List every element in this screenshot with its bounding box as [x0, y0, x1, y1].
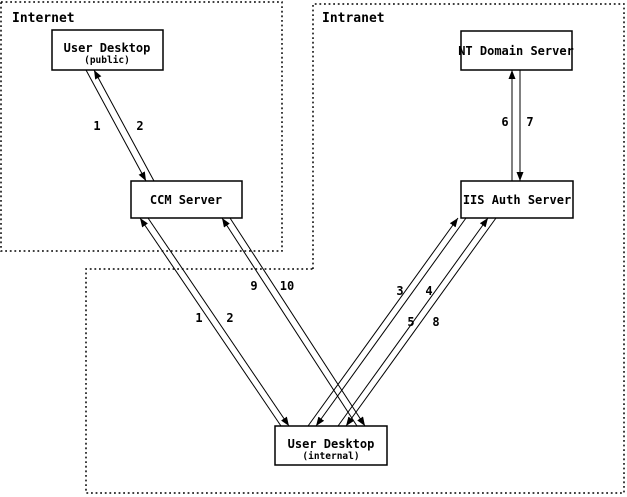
node-iis-auth-server: IIS Auth Server: [460, 180, 574, 219]
internet-zone-border: [0, 1, 283, 252]
edge-label-1-internal: 1: [195, 311, 202, 325]
user-desktop-internal-sublabel: (internal): [302, 451, 359, 462]
edge-label-1-public: 1: [93, 119, 100, 133]
ccm-server-box: [130, 180, 243, 219]
node-user-desktop-public: User Desktop (public): [51, 29, 164, 71]
edge-label-2-public: 2: [136, 119, 143, 133]
user-desktop-public-label: User Desktop: [64, 41, 151, 55]
arrow-1-desktop-internal-to-ccm: [139, 217, 282, 427]
arrow-3-desktop-internal-to-iis: [307, 217, 459, 427]
internet-zone-label: Internet: [12, 11, 75, 26]
edge-label-3: 3: [396, 284, 403, 298]
arrow-1-desktop-public-to-ccm: [85, 69, 147, 182]
nt-domain-server-box: [460, 30, 573, 71]
user-desktop-internal-box: [274, 425, 388, 466]
intranet-zone-label: Intranet: [322, 11, 385, 26]
arrow-10-ccm-to-desktop-internal: [229, 217, 366, 427]
node-user-desktop-internal: User Desktop (internal): [274, 425, 388, 466]
edge-label-9: 9: [250, 279, 257, 293]
edge-label-6: 6: [501, 115, 508, 129]
edge-label-4: 4: [425, 284, 432, 298]
intranet-zone-border: [85, 3, 625, 494]
edge-label-2-internal: 2: [226, 311, 233, 325]
node-ccm-server: CCM Server: [130, 180, 243, 219]
ccm-server-label: CCM Server: [150, 193, 222, 207]
edge-label-5: 5: [407, 315, 414, 329]
node-nt-domain-server: NT Domain Server: [458, 30, 574, 71]
edge-label-8: 8: [432, 315, 439, 329]
arrow-4-iis-to-desktop-internal: [315, 217, 467, 427]
edge-label-10: 10: [280, 279, 294, 293]
arrow-2-ccm-to-desktop-public: [93, 69, 155, 182]
arrow-2-ccm-to-desktop-internal: [147, 217, 290, 427]
user-desktop-public-box: [51, 29, 164, 71]
arrow-5-desktop-internal-to-iis: [337, 217, 489, 427]
arrow-9-desktop-internal-to-ccm: [221, 217, 358, 427]
user-desktop-internal-label: User Desktop: [288, 437, 375, 451]
iis-auth-server-box: [460, 180, 574, 219]
nt-domain-server-label: NT Domain Server: [458, 44, 574, 58]
arrow-8-iis-to-desktop-internal: [345, 217, 497, 427]
iis-auth-server-label: IIS Auth Server: [463, 193, 571, 207]
user-desktop-public-sublabel: (public): [84, 55, 130, 66]
edge-label-7: 7: [526, 115, 533, 129]
